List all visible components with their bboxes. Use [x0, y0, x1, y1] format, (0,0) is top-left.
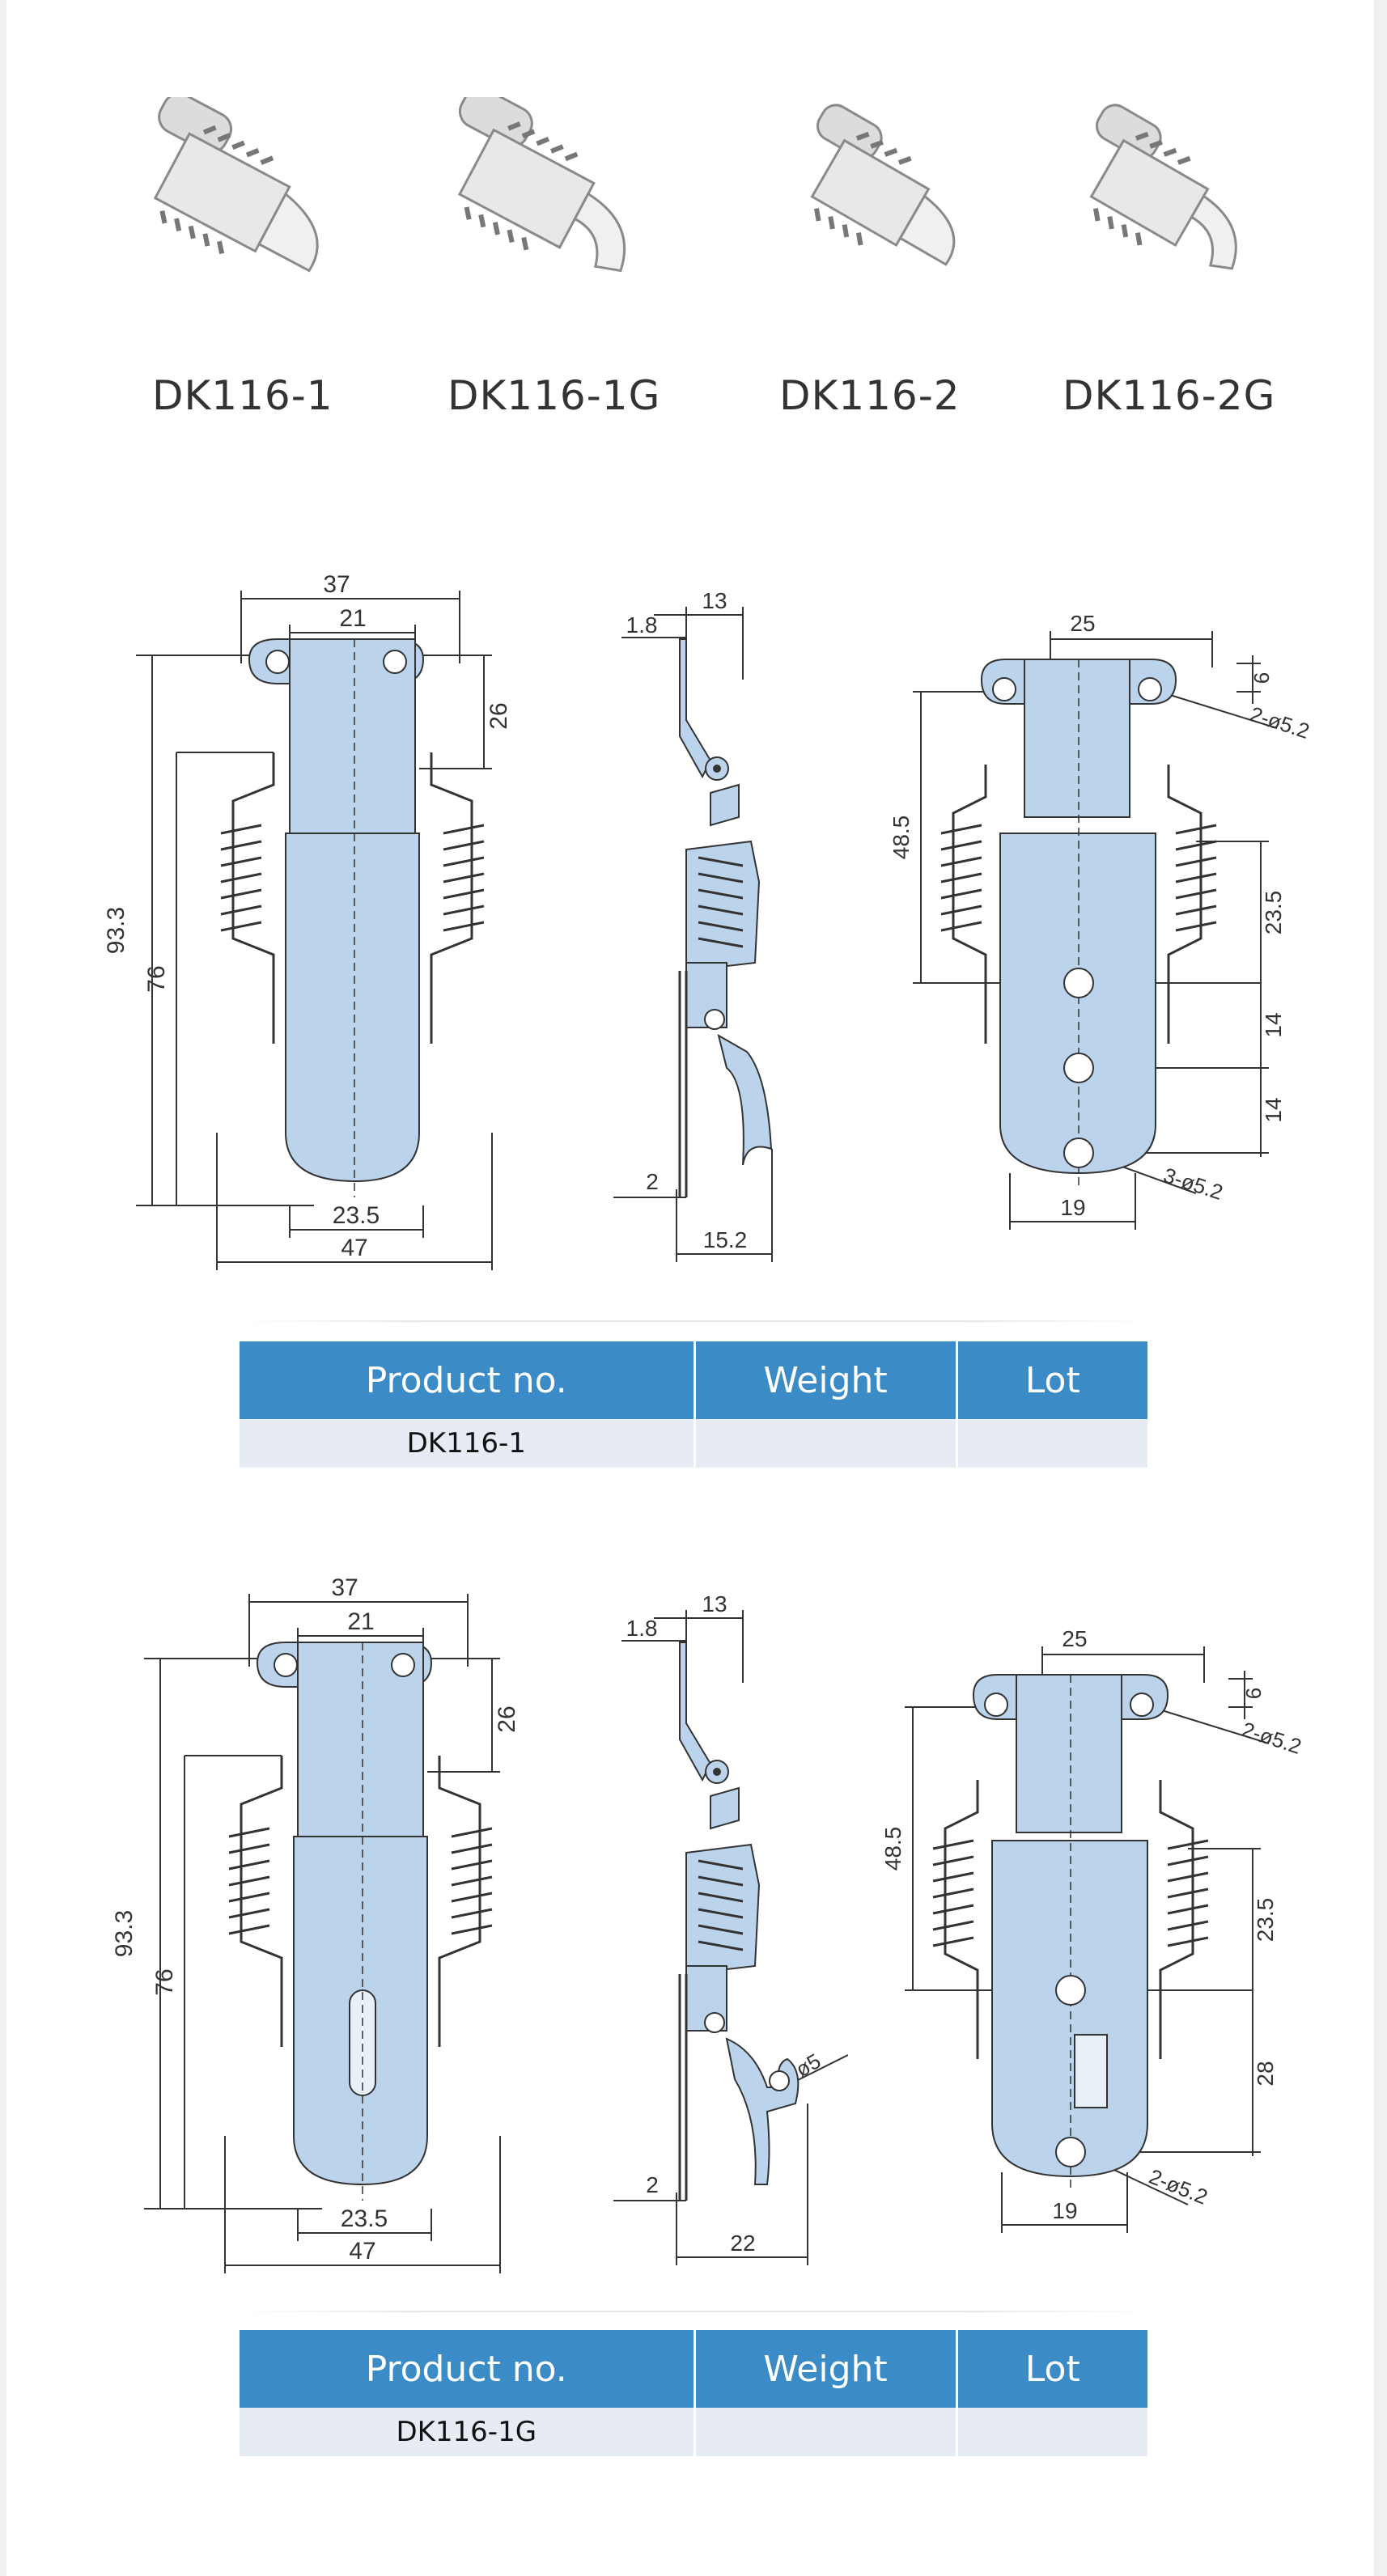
dim-label: 26 — [494, 1705, 520, 1732]
front-view-drawing-2: 37 21 26 93.3 76 23.5 47 — [111, 1574, 520, 2273]
dim-label: 48.5 — [880, 1827, 906, 1871]
weight-cell — [694, 2408, 958, 2456]
lot-cell — [956, 1419, 1147, 1468]
dim-label: 37 — [323, 571, 350, 598]
dim-label: 1.8 — [626, 612, 658, 638]
product-photo-dk116-2g — [1089, 104, 1237, 270]
dim-label: 21 — [347, 1608, 374, 1635]
side-view-drawing-2: 13 1.8 ø5 2 22 — [613, 1591, 848, 2265]
dim-label: 48.5 — [889, 816, 914, 860]
dim-label: 6 — [1241, 1688, 1266, 1699]
lot-header: Lot — [956, 2330, 1147, 2408]
table-row: DK116-1 — [240, 1419, 1147, 1468]
table-divider — [240, 2311, 1147, 2312]
product-photo-dk116-2 — [810, 104, 956, 266]
dim-label: 2 — [646, 1169, 659, 1194]
dim-label: 25 — [1070, 611, 1095, 636]
dim-label: 23.5 — [333, 1202, 380, 1229]
dim-label: 28 — [1253, 2061, 1278, 2086]
dim-label: 76 — [151, 1968, 178, 1995]
product-no-header: Product no. — [240, 2330, 696, 2408]
dim-label: 23.5 — [1253, 1898, 1278, 1943]
product-label-dk116-2: DK116-2 — [779, 372, 961, 419]
table-header-row: Product no. Weight Lot — [240, 2330, 1147, 2408]
dim-label: 14 — [1261, 1012, 1286, 1037]
dim-label: 2-ø5.2 — [1239, 1717, 1301, 1759]
side-view-drawing-1: 13 1.8 2 15.2 — [613, 588, 773, 1262]
front-view-drawing-1: 37 21 26 93.3 76 23.5 47 — [103, 571, 512, 1270]
product-photo-dk116-1g — [457, 97, 626, 273]
dim-label: 2-ø5.2 — [1146, 2164, 1211, 2210]
dim-label: 26 — [486, 702, 512, 729]
dim-label: 2 — [646, 2172, 659, 2197]
back-view-drawing-2: 25 6 2-ø5.2 48.5 23.5 28 2-ø5.2 19 — [880, 1626, 1301, 2233]
dim-label: 1.8 — [626, 1616, 658, 1641]
table-header-row: Product no. Weight Lot — [240, 1341, 1147, 1419]
table-row: DK116-1G — [240, 2408, 1147, 2456]
weight-header: Weight — [694, 2330, 958, 2408]
product-label-dk116-1g: DK116-1G — [447, 372, 661, 419]
dim-label: 3-ø5.2 — [1160, 1163, 1226, 1205]
dim-label: 25 — [1062, 1626, 1087, 1651]
dim-label: 13 — [702, 588, 727, 613]
lot-header: Lot — [956, 1341, 1147, 1419]
product-label-dk116-1: DK116-1 — [152, 372, 333, 419]
dim-label: 23.5 — [1261, 891, 1286, 935]
product-photo-dk116-1 — [153, 97, 319, 273]
dim-label: 13 — [702, 1591, 727, 1616]
dim-label: 23.5 — [341, 2205, 388, 2232]
dim-label: 15.2 — [703, 1227, 748, 1252]
dim-label: 21 — [339, 605, 366, 632]
dim-label: 19 — [1060, 1195, 1085, 1220]
back-view-drawing-1: 25 6 2-ø5.2 48.5 23.5 14 14 3-ø5.2 19 — [889, 611, 1309, 1230]
dim-label: 22 — [730, 2231, 755, 2256]
weight-cell — [694, 1419, 958, 1468]
product-page: DK116-1 DK116-1G DK116-2 DK116-2G 3 — [6, 0, 1374, 2576]
table-divider — [240, 1320, 1147, 1322]
product-no-header: Product no. — [240, 1341, 696, 1419]
dim-label: 93.3 — [111, 1910, 138, 1957]
dim-label: 2-ø5.2 — [1247, 701, 1309, 744]
dim-label: 47 — [349, 2238, 375, 2265]
product-no-cell: DK116-1G — [240, 2408, 696, 2456]
product-label-dk116-2g: DK116-2G — [1063, 372, 1276, 419]
dim-label: 6 — [1249, 672, 1274, 684]
dim-label: 93.3 — [103, 907, 129, 954]
dim-label: 76 — [143, 965, 170, 992]
lot-cell — [956, 2408, 1147, 2456]
dim-label: 14 — [1261, 1097, 1286, 1122]
dim-label: 19 — [1052, 2198, 1077, 2223]
dim-label: 37 — [331, 1574, 358, 1601]
spec-table-dk116-1: Product no. Weight Lot DK116-1 — [240, 1341, 1147, 1468]
product-no-cell: DK116-1 — [240, 1419, 696, 1468]
spec-table-dk116-1g: Product no. Weight Lot DK116-1G — [240, 2330, 1147, 2456]
weight-header: Weight — [694, 1341, 958, 1419]
dim-label: 47 — [341, 1235, 367, 1261]
